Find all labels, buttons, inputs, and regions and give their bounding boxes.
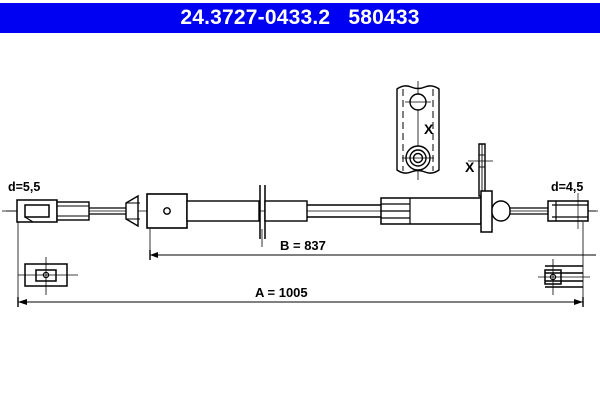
left-terminal-slot [24,204,50,218]
left-ferrule [56,201,90,221]
label-dimension-b: B = 837 [280,238,326,253]
left-wire-span [89,207,126,215]
bracket-front-view: X [396,81,440,180]
housing-block-hole [163,207,171,215]
section-label-x-side: X [465,159,475,175]
cable-conduit [307,204,381,218]
dimension-a-arrow-right [574,299,583,305]
dimension-b-arrow-left [150,252,158,258]
end-collar-body [480,190,493,233]
mid-sleeve-right-body [264,200,308,222]
detail-view-left-terminal [17,222,78,301]
dimension-b: B = 837 [149,229,596,260]
cone-left-body [125,194,139,228]
label-dimension-a: A = 1005 [255,285,308,300]
right-wire-span [510,207,548,215]
cable-cone-left [125,194,140,228]
mid-sleeve-left-body [186,200,260,222]
section-label-x-front: X [424,121,434,137]
cable-mid-sleeve-left [186,200,260,222]
right-terminal-body [547,200,589,222]
header-bar: 24.3727-0433.2 580433 [0,3,600,33]
right-end-fitting [547,200,596,222]
page-title: 24.3727-0433.2 580433 [180,6,420,29]
bracket-side-view: X [465,143,493,197]
end-collar-nose [491,200,511,222]
left-ferrule-body [56,201,90,221]
left-terminal-chamfer [24,216,34,223]
technical-drawing: X X [2,81,598,307]
cable-mid-sleeve-right [264,200,308,222]
dimension-a: A = 1005 [17,285,584,307]
right-ribbed-ferrule [380,197,482,225]
detail-view-right-terminal [538,222,590,301]
dimension-a-arrow-left [18,299,27,305]
cable-marker [259,185,266,239]
cable-end-collar [480,190,511,233]
left-end-fitting [6,199,58,223]
cable-housing-block [146,193,188,229]
label-left-diameter: d=5,5 [8,180,40,194]
label-right-diameter: d=4,5 [551,180,583,194]
